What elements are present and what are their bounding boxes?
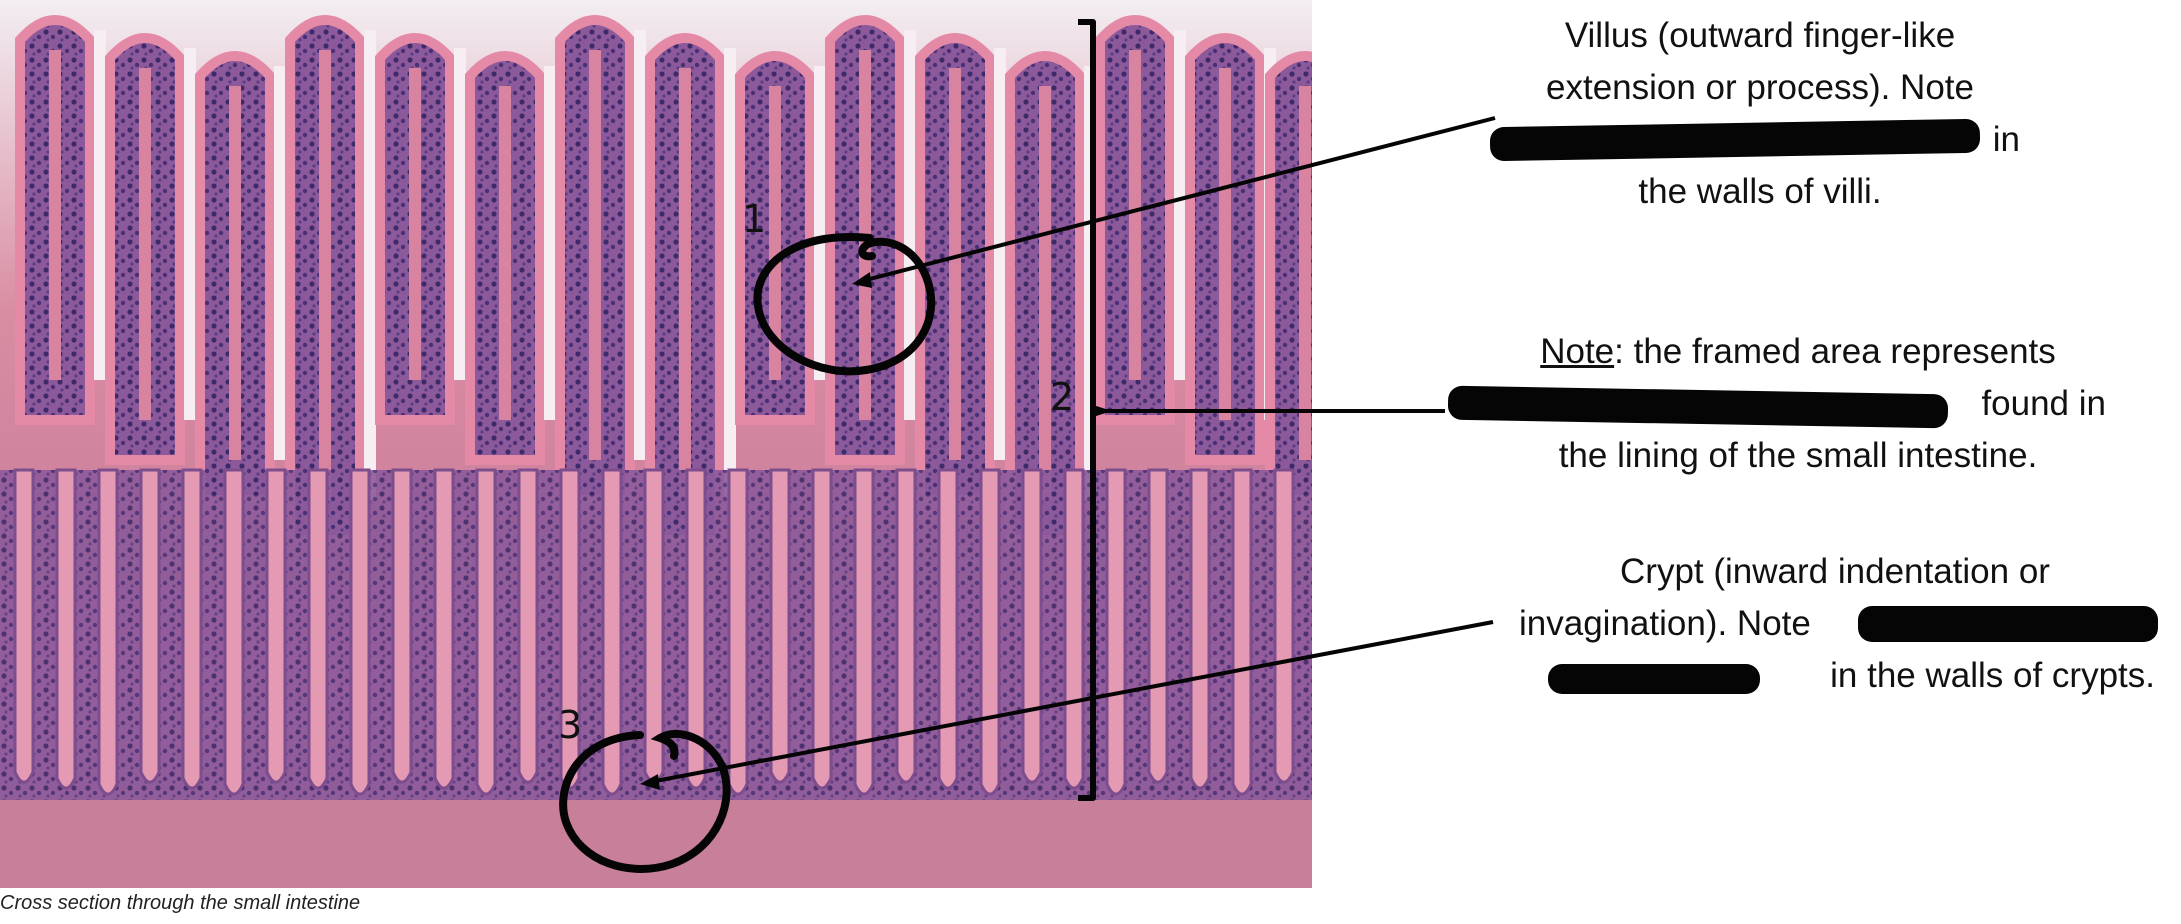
lumen-gap (454, 48, 466, 380)
crypt-gland (769, 468, 791, 784)
lumen-gap (184, 48, 196, 420)
villus-core (229, 86, 241, 460)
villus-core (1039, 86, 1051, 500)
figure-caption: Cross section through the small intestin… (0, 892, 361, 914)
crypt-line-3: in the walls of crypts. (1830, 656, 2155, 695)
label-note: Note: the framed area represents found i… (1438, 326, 2158, 482)
villus-core (859, 50, 871, 420)
lumen-gap (994, 48, 1006, 460)
crypt-gland (1021, 468, 1043, 784)
lumen-gap (274, 66, 286, 460)
crypt-line-1: Crypt (inward indentation or (1620, 552, 2050, 591)
crypt-gland (307, 468, 329, 790)
crypt-gland (559, 468, 581, 790)
villus-core (1129, 50, 1141, 380)
villus-core (139, 68, 151, 420)
note-line-2: found in (1981, 384, 2106, 423)
crypt-gland (1063, 468, 1085, 790)
crypt-gland (979, 468, 1001, 796)
crypt-gland (1189, 468, 1211, 790)
crypt-gland (727, 468, 749, 796)
lumen-gap (1174, 30, 1186, 380)
label-crypt: Crypt (inward indentation or invaginatio… (1515, 546, 2155, 702)
villus-core (589, 50, 601, 460)
crypt-gland (1231, 468, 1253, 796)
crypt-gland (265, 468, 287, 784)
lumen-gap (94, 30, 106, 380)
note-line-3: the lining of the small intestine. (1558, 436, 2038, 475)
crypt-gland (181, 468, 203, 790)
lumen-gap (634, 30, 646, 460)
villus-core (49, 50, 61, 380)
villus-core (319, 50, 331, 500)
crypt-gland (97, 468, 119, 796)
villus-core (769, 86, 781, 380)
villus-line-1: Villus (outward finger-like (1564, 16, 1956, 55)
crypt-gland (601, 468, 623, 796)
note-line-1: Note: the framed area represents (1540, 332, 2056, 371)
crypts-group (0, 468, 1312, 800)
redaction-scribble (1858, 606, 2158, 642)
lumen-gap (364, 30, 376, 500)
crypt-gland (223, 468, 245, 796)
crypt-gland (13, 468, 35, 784)
villus-line-2: extension or process). Note (1546, 68, 1974, 107)
lumen-gap (814, 66, 826, 380)
villus-core (1299, 86, 1311, 460)
redaction-scribble (1548, 664, 1760, 694)
crypt-gland (517, 468, 539, 784)
submucosa-band (0, 790, 1312, 888)
villus-line-4: the walls of villi. (1638, 172, 1882, 211)
villus-core (499, 86, 511, 420)
lumen-gap (904, 30, 916, 420)
lumen-gap (544, 66, 556, 420)
crypt-gland (895, 468, 917, 784)
micrograph-image (0, 0, 1312, 888)
villus-core (679, 68, 691, 500)
crypt-gland (55, 468, 77, 790)
crypt-gland (853, 468, 875, 796)
lumen-gap (724, 48, 736, 500)
villus-core (409, 68, 421, 380)
villus-line-3: in (1992, 120, 2020, 159)
crypt-gland (937, 468, 959, 790)
crypt-gland (391, 468, 413, 784)
crypt-gland (685, 468, 707, 790)
crypt-gland (1273, 468, 1295, 784)
label-villus: Villus (outward finger-like extension or… (1490, 10, 2030, 218)
villus-core (949, 68, 961, 460)
crypt-line-2: invagination). Note (1519, 604, 1811, 643)
crypt-gland (1105, 468, 1127, 796)
crypt-gland (475, 468, 497, 796)
crypt-gland (139, 468, 161, 784)
lumen-gap (1084, 66, 1096, 500)
crypt-gland (349, 468, 371, 796)
note-word: Note (1540, 332, 1615, 371)
crypt-gland (433, 468, 455, 790)
villus-core (1219, 68, 1231, 420)
crypt-gland (643, 468, 665, 784)
crypt-gland (811, 468, 833, 790)
crypt-gland (1147, 468, 1169, 784)
